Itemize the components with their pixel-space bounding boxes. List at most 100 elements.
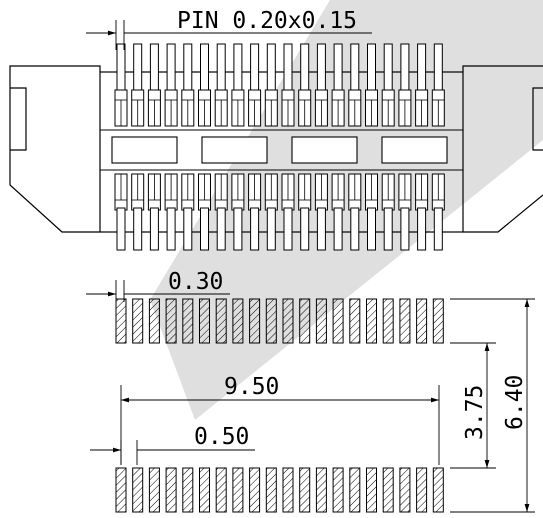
connector-pin (181, 43, 195, 127)
connector-pin (365, 43, 378, 127)
footprint-pad (299, 467, 311, 513)
footprint-top-pads (115, 298, 444, 344)
footprint-pad (148, 467, 160, 513)
footprint-pad (315, 298, 327, 344)
footprint-pad (199, 298, 210, 344)
pad-width-label: 0.30 (168, 269, 223, 295)
footprint-pad (115, 298, 127, 344)
footprint-pad (148, 298, 160, 344)
pin-size-dimension: PIN 0.20x0.15 (86, 8, 372, 50)
connector-pin (281, 173, 295, 251)
connector-pin (398, 173, 412, 251)
footprint-pad (332, 467, 344, 513)
footprint-pad (299, 298, 311, 344)
connector-pin (298, 173, 312, 251)
footprint-pad (115, 467, 127, 513)
footprint-pad (165, 467, 177, 513)
connector-pin (348, 43, 362, 127)
connector-pin (398, 43, 412, 127)
footprint-pad (349, 298, 361, 344)
footprint-pad (366, 467, 377, 513)
footprint-pad (232, 467, 244, 513)
total-span-label: 9.50 (224, 374, 279, 400)
connector-pin (114, 173, 128, 251)
footprint-pad (382, 298, 394, 344)
inner-gap-label: 3.75 (462, 385, 488, 440)
connector-pin (381, 43, 395, 127)
connector-pin (198, 173, 211, 251)
connector-pin (131, 43, 145, 127)
footprint-pad (132, 298, 144, 344)
footprint-pad (432, 298, 444, 344)
vertical-dimensions: 3.75 6.40 (450, 298, 535, 513)
footprint-pad (282, 467, 294, 513)
connector-pin (164, 173, 178, 251)
footprint-pad (215, 467, 227, 513)
connector-pin (431, 43, 445, 127)
connector-pin (415, 43, 429, 127)
footprint-pad (315, 467, 327, 513)
center-window (201, 136, 268, 164)
footprint-pad (165, 298, 177, 344)
connector-pin (365, 173, 378, 251)
connector-pin (248, 173, 262, 251)
connector-pin (147, 173, 161, 251)
connector-pin (314, 43, 328, 127)
connector-pin (264, 43, 278, 127)
pitch-label: 0.50 (194, 424, 249, 450)
pitch-dimension: 0.50 (90, 424, 255, 465)
connector-pin (248, 43, 262, 127)
connector-pin (264, 173, 278, 251)
connector-pin (181, 173, 195, 251)
footprint-bottom-pads (115, 467, 444, 513)
connector-pin (164, 43, 178, 127)
footprint-pad (182, 467, 194, 513)
center-window (111, 136, 178, 164)
right-housing (462, 65, 543, 233)
connector-pin (415, 173, 429, 251)
connector-pin (281, 43, 295, 127)
footprint-pad (399, 298, 411, 344)
footprint-pad (432, 467, 444, 513)
connector-pin (131, 173, 145, 251)
connector-pin (314, 173, 328, 251)
center-window (291, 136, 358, 164)
pad-width-dimension: 0.30 (86, 269, 230, 302)
footprint-pad (199, 467, 210, 513)
connector-pin (147, 43, 161, 127)
footprint-pad (416, 467, 428, 513)
connector-pin (331, 43, 345, 127)
footprint-pad (282, 298, 294, 344)
footprint-pad (382, 467, 394, 513)
connector-body (99, 71, 464, 233)
footprint-pad (265, 467, 277, 513)
connector-pin (331, 173, 345, 251)
footprint-pad (132, 467, 144, 513)
connector-pin (431, 173, 445, 251)
footprint-pad (399, 467, 411, 513)
footprint-pad (215, 298, 227, 344)
pin-size-label: PIN 0.20x0.15 (177, 8, 357, 34)
connector-pin (231, 43, 245, 127)
footprint-pad (265, 298, 277, 344)
top-pin-row (114, 43, 445, 127)
connector-pin (198, 43, 211, 127)
footprint-pad (249, 298, 261, 344)
footprint-pad (366, 298, 377, 344)
bottom-pin-row (114, 173, 445, 251)
left-housing (9, 65, 101, 233)
footprint-pad (182, 298, 194, 344)
center-window (381, 136, 448, 164)
connector-pin (214, 43, 228, 127)
footprint-pad (349, 467, 361, 513)
connector-pin (214, 173, 228, 251)
footprint-pad (249, 467, 261, 513)
connector-pin (348, 173, 362, 251)
connector-pin (298, 43, 312, 127)
total-span-dimension: 9.50 (120, 374, 440, 465)
center-windows (111, 136, 448, 164)
connector-pin (114, 43, 128, 127)
connector-pin (231, 173, 245, 251)
connector-pin (381, 173, 395, 251)
